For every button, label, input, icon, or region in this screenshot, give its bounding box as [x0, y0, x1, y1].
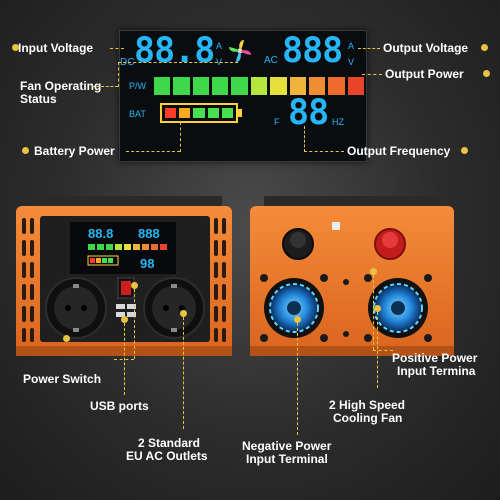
battery-cell: [221, 108, 234, 118]
lcd-display-closeup: 88.8 DC A V AC 888 A V P/W BAT F 88 HZ: [119, 30, 367, 162]
power-bar-segment: [212, 77, 229, 95]
callout-dot: [131, 282, 138, 289]
callout-dot: [180, 310, 187, 317]
fan-status-label-line1: Fan Operating: [20, 79, 102, 93]
positive-terminal-label-line1: Positive Power: [392, 351, 478, 365]
ac-label: AC: [264, 55, 278, 66]
svg-text:88.8: 88.8: [88, 226, 113, 241]
bat-label: BAT: [129, 109, 146, 119]
negative-terminal-label-line1: Negative Power: [242, 439, 332, 453]
power-bar-segment: [173, 77, 190, 95]
input-voltage-label: Input Voltage: [18, 41, 94, 55]
power-bar-segment: [231, 77, 248, 95]
callout-dot: [481, 44, 488, 51]
inverter-back-view: [250, 196, 454, 356]
power-bar-segment: [250, 77, 268, 95]
output-power-bar: [154, 77, 364, 95]
outlets-label-line2: EU AC Outlets: [126, 449, 208, 463]
output-frequency-readout: 88: [288, 93, 329, 133]
hz-label: HZ: [332, 117, 344, 127]
positive-terminal-label-line2: Input Termina: [397, 364, 476, 378]
negative-terminal-label-line2: Input Terminal: [246, 452, 328, 466]
input-a-unit: A: [216, 41, 223, 51]
inverter-front-view: 88.8 888 98: [16, 196, 232, 356]
callout-dot: [121, 316, 128, 323]
svg-text:98: 98: [140, 256, 154, 271]
battery-cell: [179, 108, 191, 118]
battery-icon: [160, 103, 238, 123]
power-switch-label: Power Switch: [23, 372, 102, 386]
callout-dot: [22, 147, 29, 154]
output-voltage-readout: 888: [282, 31, 343, 71]
cooling-fan-label-line1: 2 High Speed: [329, 398, 406, 412]
battery-cell: [193, 108, 205, 118]
output-v-unit: V: [348, 57, 355, 67]
power-bar-segment: [192, 77, 210, 95]
battery-cell: [165, 108, 177, 118]
callout-dot: [294, 316, 301, 323]
output-a-unit: A: [348, 41, 355, 51]
callout-dot: [374, 305, 381, 312]
power-bar-segment: [289, 77, 306, 95]
power-bar-segment: [328, 77, 345, 95]
outlets-label-line1: 2 Standard: [138, 436, 201, 450]
usb-ports-label: USB ports: [90, 399, 149, 413]
power-bar-segment: [347, 77, 364, 95]
output-power-label: Output Power: [385, 67, 464, 81]
power-bar-segment: [154, 77, 171, 95]
power-bar-segment: [270, 77, 287, 95]
battery-tip: [238, 109, 242, 117]
output-voltage-label: Output Voltage: [383, 41, 469, 55]
callout-dot: [483, 70, 490, 77]
svg-text:888: 888: [138, 226, 160, 241]
cooling-fan-label-line2: Cooling Fan: [333, 411, 403, 425]
battery-power-label: Battery Power: [34, 144, 115, 158]
callout-dot: [370, 268, 377, 275]
fan-icon: [229, 40, 251, 62]
callout-dot: [461, 147, 468, 154]
fan-status-label-line2: Status: [20, 92, 57, 106]
f-label: F: [274, 117, 280, 127]
power-bar-segment: [308, 77, 326, 95]
battery-cell: [207, 108, 219, 118]
callout-dot: [63, 335, 70, 342]
callout-dot: [12, 44, 19, 51]
input-voltage-readout: 88.8: [134, 31, 215, 71]
output-frequency-label: Output Frequency: [347, 144, 451, 158]
pw-label: P/W: [129, 81, 146, 91]
